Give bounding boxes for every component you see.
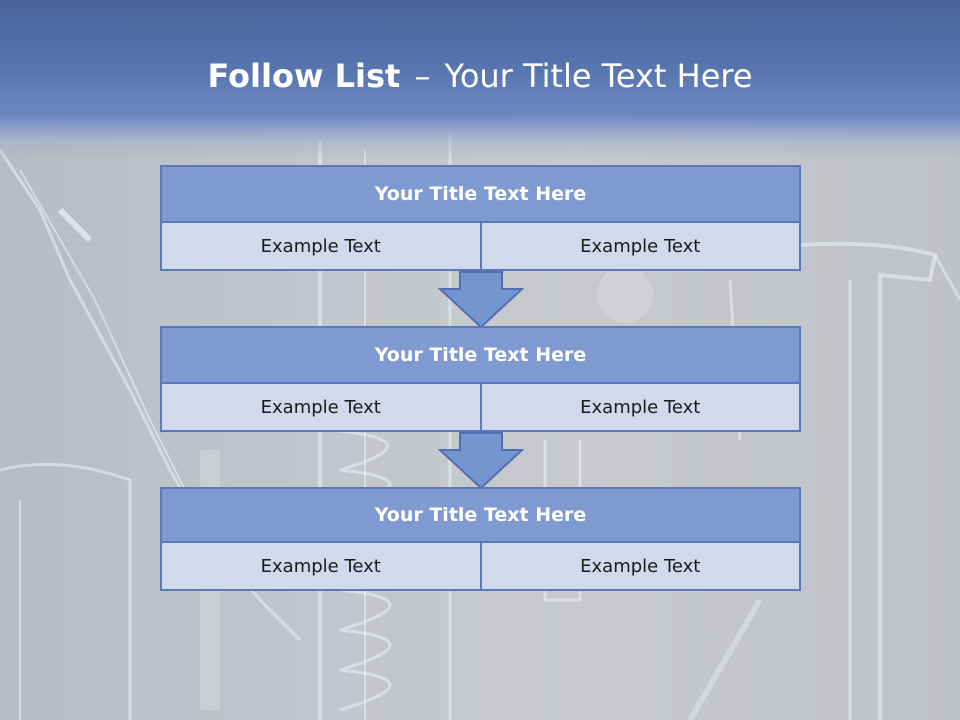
step-row: Example Text Example Text (160, 541, 801, 591)
title-rest: Your Title Text Here (444, 57, 753, 95)
step-box-3: Your Title Text Here Example Text Exampl… (160, 487, 801, 591)
down-arrow-icon (438, 271, 524, 329)
step-cell-right: Example Text (479, 221, 801, 271)
title-dash: – (414, 57, 431, 95)
title-bold: Follow List (207, 57, 401, 95)
step-row: Example Text Example Text (160, 221, 801, 271)
step-title: Your Title Text Here (160, 326, 801, 384)
step-cell-left: Example Text (160, 382, 482, 432)
down-arrow-icon (438, 432, 524, 490)
step-box-1: Your Title Text Here Example Text Exampl… (160, 165, 801, 271)
header-band (0, 0, 960, 160)
step-cell-left: Example Text (160, 541, 482, 591)
step-box-2: Your Title Text Here Example Text Exampl… (160, 326, 801, 432)
step-title: Your Title Text Here (160, 165, 801, 223)
step-title: Your Title Text Here (160, 487, 801, 543)
step-cell-left: Example Text (160, 221, 482, 271)
step-row: Example Text Example Text (160, 382, 801, 432)
slide-title: Follow List– Your Title Text Here (0, 54, 960, 98)
step-cell-right: Example Text (479, 382, 801, 432)
step-cell-right: Example Text (479, 541, 801, 591)
